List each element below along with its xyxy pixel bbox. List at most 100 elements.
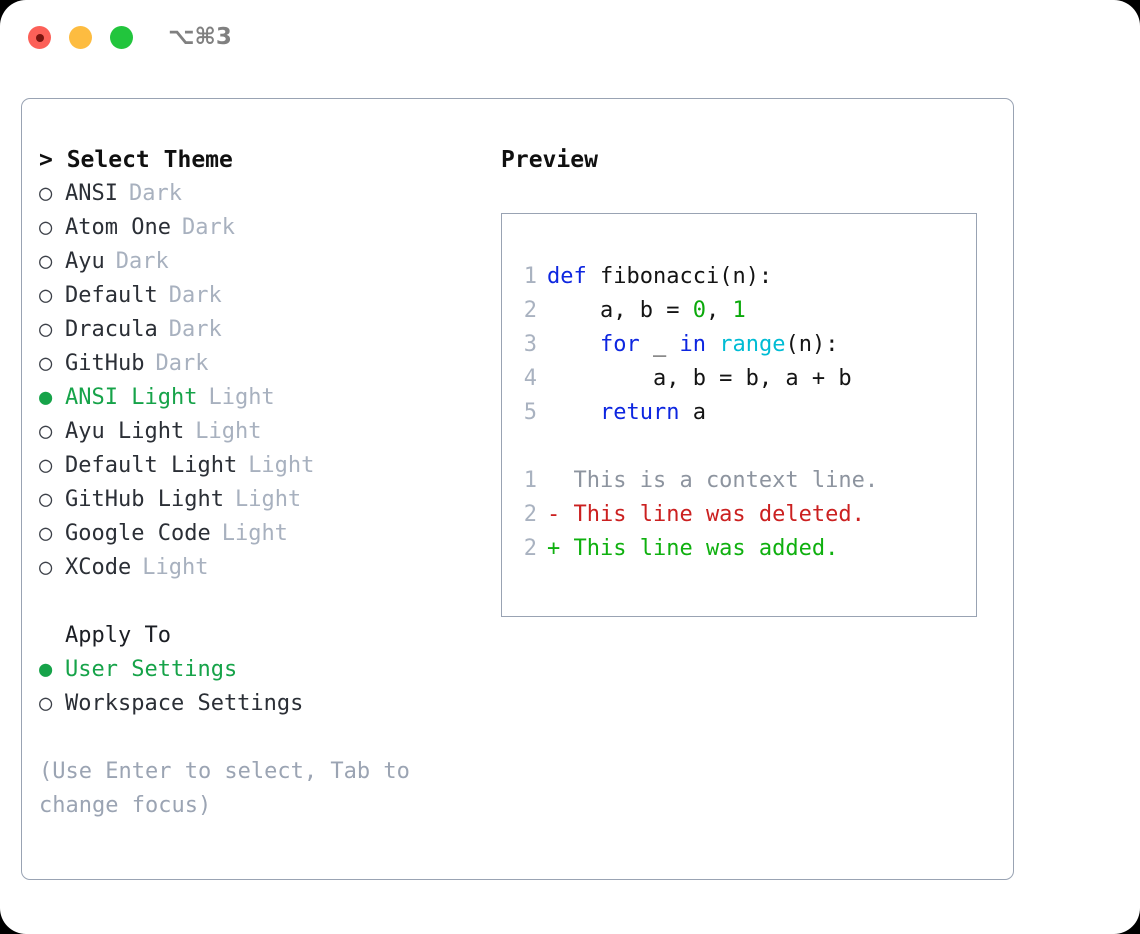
spacer bbox=[502, 430, 976, 464]
token-id: , bbox=[705, 298, 733, 323]
radio-unselected-icon[interactable]: ○ bbox=[39, 249, 53, 274]
theme-category-tag: Light bbox=[142, 555, 209, 580]
radio-unselected-icon[interactable]: ○ bbox=[39, 487, 53, 512]
token-id: a bbox=[679, 400, 706, 425]
radio-unselected-icon[interactable]: ○ bbox=[39, 351, 53, 376]
token-num: 0 bbox=[692, 298, 706, 323]
theme-name: ANSI Light bbox=[65, 385, 198, 410]
line-number: 2 bbox=[523, 502, 537, 527]
line-number: 3 bbox=[523, 332, 537, 357]
diff-text-add: + This line was added. bbox=[547, 536, 839, 561]
radio-unselected-icon[interactable]: ○ bbox=[39, 521, 53, 546]
radio-unselected-icon[interactable]: ○ bbox=[39, 419, 53, 444]
apply-to-option-workspace-settings[interactable]: ○ Workspace Settings bbox=[39, 687, 509, 721]
line-number: 2 bbox=[523, 298, 537, 323]
radio-unselected-icon[interactable]: ○ bbox=[39, 215, 53, 240]
code-text: a, b = b, a + b bbox=[547, 362, 852, 396]
theme-option-default[interactable]: ○ Default Dark bbox=[39, 279, 509, 313]
radio-unselected-icon[interactable]: ○ bbox=[39, 317, 53, 342]
theme-name: Ayu Light bbox=[65, 419, 185, 444]
theme-option-atom-one[interactable]: ○ Atom One Dark bbox=[39, 211, 509, 245]
theme-option-default-light[interactable]: ○ Default Light Light bbox=[39, 449, 509, 483]
diff-line: 2 - This line was deleted. bbox=[502, 498, 976, 532]
token-id bbox=[706, 332, 719, 357]
diff-text-del: - This line was deleted. bbox=[547, 502, 865, 527]
theme-option-xcode[interactable]: ○ XCode Light bbox=[39, 551, 509, 585]
radio-unselected-icon[interactable]: ○ bbox=[39, 453, 53, 478]
keyboard-hint: (Use Enter to select, Tab to change focu… bbox=[39, 759, 424, 818]
theme-name: Ayu bbox=[65, 249, 105, 274]
token-kw: return bbox=[599, 400, 680, 425]
minimize-button[interactable] bbox=[69, 26, 92, 49]
theme-category-tag: Light bbox=[248, 453, 315, 478]
token-fn: range bbox=[719, 332, 786, 357]
theme-category-tag: Light bbox=[221, 521, 288, 546]
theme-name: ANSI bbox=[65, 181, 118, 206]
apply-to-options[interactable]: ●User Settings ○ Workspace Settings bbox=[39, 653, 509, 721]
token-id: (n): bbox=[785, 332, 839, 357]
radio-unselected-icon[interactable]: ○ bbox=[39, 283, 53, 308]
code-text: def fibonacci(n): bbox=[547, 260, 772, 294]
theme-category-tag: Dark bbox=[168, 283, 222, 308]
token-id bbox=[547, 332, 600, 357]
close-button[interactable] bbox=[28, 26, 51, 49]
theme-name: Google Code bbox=[65, 521, 211, 546]
window-controls bbox=[28, 26, 133, 49]
token-num: 1 bbox=[732, 298, 746, 323]
theme-name: GitHub Light bbox=[65, 487, 224, 512]
theme-name: Default Light bbox=[65, 453, 238, 478]
apply-to-label: Workspace Settings bbox=[65, 691, 304, 716]
line-number: 5 bbox=[523, 400, 537, 425]
radio-selected-icon[interactable]: ● bbox=[39, 657, 53, 682]
preview-title: Preview bbox=[501, 147, 598, 173]
theme-name: Atom One bbox=[65, 215, 171, 240]
radio-selected-icon[interactable]: ● bbox=[39, 385, 53, 410]
theme-category-tag: Dark bbox=[115, 249, 169, 274]
theme-name: GitHub bbox=[65, 351, 145, 376]
radio-unselected-icon[interactable]: ○ bbox=[39, 555, 53, 580]
theme-name: Default bbox=[65, 283, 158, 308]
code-line: 1 def fibonacci(n): bbox=[502, 260, 976, 294]
radio-unselected-icon[interactable]: ○ bbox=[39, 181, 53, 206]
theme-option-github[interactable]: ○ GitHub Dark bbox=[39, 347, 509, 381]
theme-category-tag: Dark bbox=[155, 351, 209, 376]
keyboard-shortcut-label: ⌥⌘3 bbox=[168, 24, 232, 50]
token-kw: def bbox=[547, 264, 587, 289]
code-line: 3 for _ in range(n): bbox=[502, 328, 976, 362]
theme-option-google-code[interactable]: ○ Google Code Light bbox=[39, 517, 509, 551]
token-id bbox=[547, 400, 600, 425]
diff-sample: 1 This is a context line.2- This line wa… bbox=[502, 464, 976, 566]
theme-category-tag: Dark bbox=[168, 317, 222, 342]
code-text: a, b = 0, 1 bbox=[547, 294, 746, 328]
line-number: 1 bbox=[523, 264, 537, 289]
code-text: for _ in range(n): bbox=[547, 328, 838, 362]
apply-to-option-user-settings[interactable]: ●User Settings bbox=[39, 653, 509, 687]
radio-unselected-icon[interactable]: ○ bbox=[39, 691, 53, 716]
theme-name: XCode bbox=[65, 555, 132, 580]
code-text: return a bbox=[547, 396, 706, 430]
apply-to-section: Apply To ●User Settings○Workspace Settin… bbox=[39, 619, 509, 721]
token-kw: for bbox=[599, 332, 640, 357]
title-bar: ⌥⌘3 bbox=[0, 0, 1140, 78]
theme-category-tag: Light bbox=[195, 419, 262, 444]
page-title: > Select Theme bbox=[39, 147, 233, 173]
token-id: a, b = b, a + b bbox=[547, 366, 852, 391]
maximize-button[interactable] bbox=[110, 26, 133, 49]
theme-option-ayu[interactable]: ○ Ayu Dark bbox=[39, 245, 509, 279]
theme-option-ayu-light[interactable]: ○ Ayu Light Light bbox=[39, 415, 509, 449]
token-id: fibonacci(n): bbox=[586, 264, 773, 289]
code-line: 5 return a bbox=[502, 396, 976, 430]
diff-line: 2+ This line was added. bbox=[502, 532, 976, 566]
code-line: 2 a, b = 0, 1 bbox=[502, 294, 976, 328]
theme-category-tag: Dark bbox=[181, 215, 235, 240]
